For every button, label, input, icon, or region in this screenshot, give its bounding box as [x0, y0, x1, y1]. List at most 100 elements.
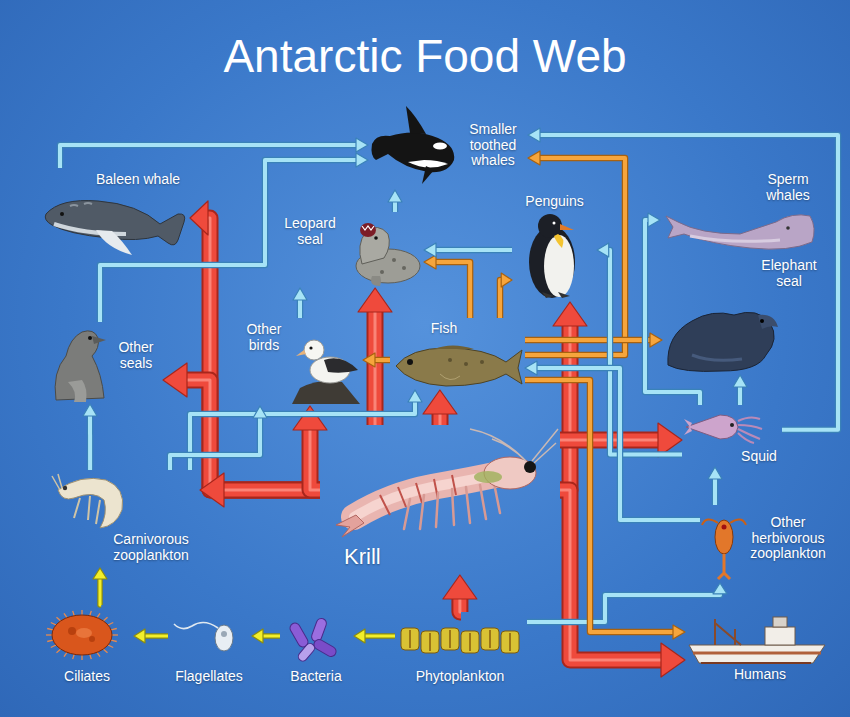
- arrow-shaft: [365, 635, 395, 638]
- arrow-outline: [712, 479, 719, 505]
- drawing-part: [90, 611, 92, 616]
- food-arrow: [500, 273, 512, 318]
- arrow-head: [708, 467, 722, 479]
- food-arrow: [93, 568, 107, 605]
- organism-node: Smaller toothed whales: [368, 100, 528, 190]
- drawing-part: [470, 429, 558, 463]
- arrow-outline: [436, 247, 512, 254]
- drawing-part: [422, 166, 434, 184]
- drawing-part: [715, 520, 733, 554]
- drawing-part: [312, 638, 338, 659]
- arrow-head: [525, 361, 537, 375]
- arrow-shaft: [145, 635, 168, 638]
- drawing-part: [96, 230, 132, 255]
- arrow-shaft: [310, 430, 320, 490]
- node-label: Bacteria: [280, 669, 352, 685]
- arrow-outline: [100, 579, 101, 605]
- arrow-shaft: [60, 145, 356, 168]
- arrow-head: [597, 243, 609, 257]
- food-arrow: [293, 406, 327, 490]
- drawing-part: [52, 474, 62, 490]
- drawing-part: [74, 496, 100, 524]
- arrow-shaft: [460, 599, 461, 612]
- food-arrow: [293, 288, 307, 318]
- food-arrow: [424, 255, 470, 318]
- drawing-part: [372, 132, 455, 172]
- organism-node: Baleen whale: [40, 168, 190, 258]
- drawing-part: [47, 629, 53, 630]
- food-arrow: [358, 288, 392, 425]
- drawing-part: [421, 631, 439, 653]
- drawing-part: [64, 613, 67, 617]
- arrow-shaft: [525, 338, 650, 342]
- arrow-head: [363, 353, 375, 367]
- food-arrow: [708, 467, 722, 505]
- drawing-part: [52, 615, 112, 655]
- drawing-part: [90, 654, 92, 659]
- drawing-part: [702, 519, 746, 525]
- drawing-part: [407, 359, 413, 365]
- drawing-part: [324, 358, 358, 372]
- arrow-shaft: [190, 402, 415, 470]
- drawing-part: [542, 292, 570, 298]
- drawing-part: [690, 236, 780, 241]
- drawing-part: [409, 630, 411, 648]
- drawing-part: [718, 554, 730, 579]
- arrow-highlight: [460, 599, 461, 612]
- food-arrow: [363, 353, 390, 367]
- arrow-head: [134, 629, 145, 643]
- food-arrow: [83, 404, 97, 470]
- drawing-part: [692, 355, 742, 360]
- drawing-part: [553, 222, 556, 225]
- organism-node: Leopard seal: [272, 212, 424, 288]
- node-label: Penguins: [516, 194, 593, 210]
- organism-picture: [390, 318, 525, 390]
- drawing-part: [360, 223, 376, 237]
- arrow-outline: [645, 220, 700, 405]
- arrow-head: [424, 243, 436, 257]
- organism-node: Sperm whales: [660, 168, 820, 253]
- drawing-part: [448, 358, 452, 362]
- drawing-part: [560, 224, 574, 230]
- drawing-part: [57, 649, 61, 653]
- organism-node: Fish: [390, 318, 525, 390]
- arrow-highlight: [439, 414, 442, 425]
- arrow-head: [354, 629, 365, 643]
- food-arrow: [443, 575, 477, 612]
- arrow-outline: [436, 262, 470, 318]
- arrow-outline: [263, 633, 280, 639]
- arrow-shaft: [263, 635, 280, 638]
- organism-node: Penguins: [512, 192, 597, 302]
- food-arrow: [525, 380, 685, 639]
- drawing-part: [51, 645, 56, 648]
- node-label: Krill: [344, 545, 424, 570]
- drawing-part: [336, 515, 364, 537]
- drawing-part: [440, 374, 460, 380]
- drawing-part: [371, 276, 381, 286]
- drawing-part: [408, 160, 448, 168]
- arrow-head: [356, 153, 368, 167]
- arrow-head: [443, 575, 477, 599]
- organism-node: Carnivorous zooplankton: [50, 470, 200, 568]
- drawing-part: [441, 628, 459, 650]
- drawing-part: [58, 478, 123, 528]
- arrow-head: [190, 201, 208, 235]
- drawing-part: [434, 346, 474, 350]
- drawing-part: [215, 625, 233, 651]
- food-arrow: [388, 190, 402, 212]
- drawing-part: [374, 236, 378, 240]
- drawing-part: [402, 266, 406, 270]
- food-arrow: [733, 375, 747, 405]
- drawing-part: [112, 634, 118, 635]
- drawing-part: [103, 649, 107, 653]
- drawing-part: [97, 652, 100, 656]
- food-arrow: [170, 406, 267, 470]
- arrow-outline: [460, 599, 461, 612]
- drawing-part: [404, 483, 500, 529]
- drawing-part: [47, 640, 53, 641]
- drawing-part: [309, 346, 312, 349]
- arrow-outline: [60, 145, 356, 168]
- arrow-shaft: [170, 418, 260, 470]
- food-arrow: [645, 213, 700, 405]
